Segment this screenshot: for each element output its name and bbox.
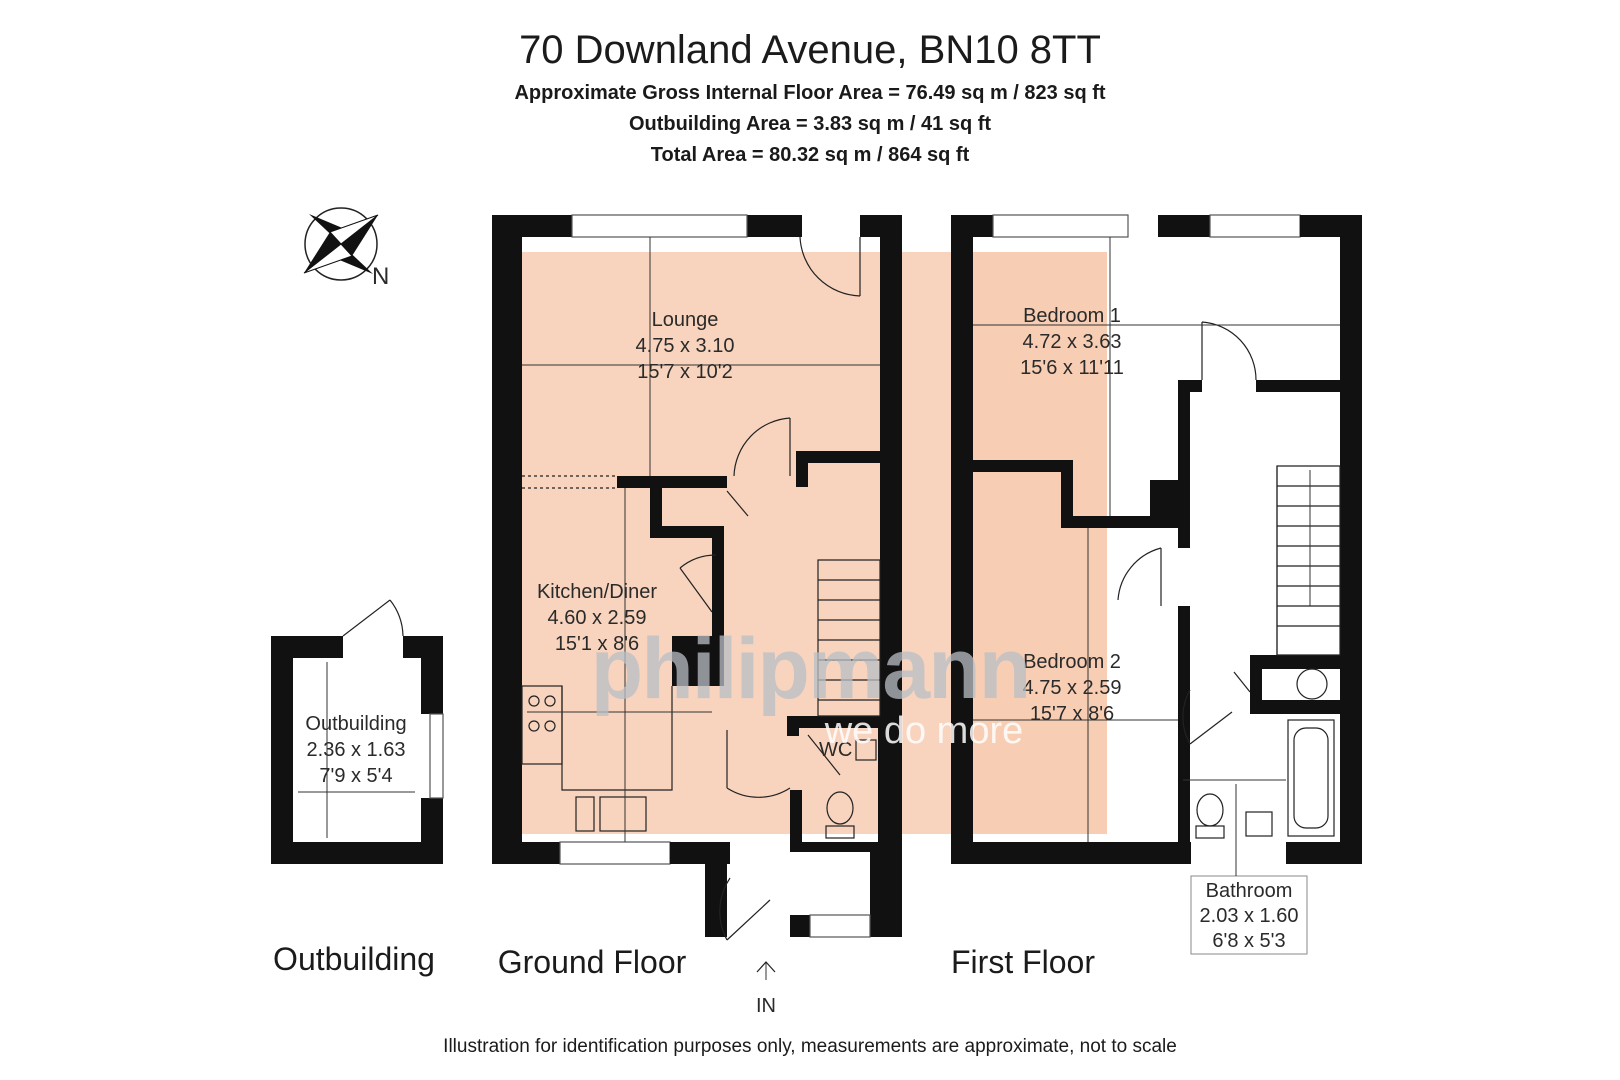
wc-room-name: WC — [819, 739, 852, 761]
kitchen-room-name: Kitchen/Diner — [537, 581, 657, 603]
room-fills — [522, 252, 1107, 834]
outbuilding-room-name: Outbuilding — [305, 713, 406, 735]
outbuilding-room-imperial: 7'9 x 5'4 — [319, 765, 392, 787]
outbuilding-room-metric: 2.36 x 1.63 — [307, 739, 406, 761]
bedroom2-room-metric: 4.75 x 2.59 — [1023, 677, 1122, 699]
ground-floor-label: Ground Floor — [498, 944, 687, 980]
watermark-brand: philipmann — [591, 621, 1030, 717]
ground-floor-plan: Lounge 4.75 x 3.10 15'7 x 10'2 Kitchen/D… — [492, 214, 902, 1017]
gross-internal-area: Approximate Gross Internal Floor Area = … — [514, 82, 1106, 104]
bathroom-room-metric: 2.03 x 1.60 — [1200, 905, 1299, 927]
entrance-arrow-icon — [756, 961, 776, 980]
entrance-label: IN — [756, 995, 776, 1017]
bedroom1-room-imperial: 15'6 x 11'11 — [1020, 357, 1124, 379]
outbuilding-floor-label: Outbuilding — [273, 941, 435, 977]
bedroom1-room-metric: 4.72 x 3.63 — [1023, 331, 1122, 353]
watermark-tagline: we do more — [824, 710, 1024, 752]
bathroom-room-imperial: 6'8 x 5'3 — [1212, 930, 1285, 952]
first-floor-label: First Floor — [951, 944, 1095, 980]
page-title: 70 Downland Avenue, BN10 8TT — [519, 28, 1101, 72]
lounge-room-imperial: 15'7 x 10'2 — [637, 361, 733, 383]
bedroom2-room-imperial: 15'7 x 8'6 — [1030, 703, 1114, 725]
first-floor-plan: Bedroom 1 4.72 x 3.63 15'6 x 11'11 Bedro… — [951, 214, 1362, 955]
disclaimer-footer: Illustration for identification purposes… — [443, 1036, 1177, 1057]
kitchen-room-imperial: 15'1 x 8'6 — [555, 633, 639, 655]
bathroom-room-name: Bathroom — [1206, 880, 1293, 902]
outbuilding-area: Outbuilding Area = 3.83 sq m / 41 sq ft — [628, 113, 992, 135]
outbuilding-door — [342, 599, 404, 637]
outbuilding-plan: Outbuilding 2.36 x 1.63 7'9 x 5'4 — [271, 599, 444, 864]
lounge-room-metric: 4.75 x 3.10 — [636, 335, 735, 357]
bedroom2-room-name: Bedroom 2 — [1023, 651, 1121, 673]
kitchen-room-metric: 4.60 x 2.59 — [548, 607, 647, 629]
total-area: Total Area = 80.32 sq m / 864 sq ft — [650, 144, 970, 166]
bedroom1-room-name: Bedroom 1 — [1023, 305, 1121, 327]
lounge-room-name: Lounge — [652, 309, 719, 331]
first-floor-fill — [973, 252, 1107, 834]
watermark-logo: philipmann we do more — [591, 621, 1032, 752]
compass-icon: N — [303, 207, 389, 290]
compass-north-label: N — [372, 263, 389, 290]
